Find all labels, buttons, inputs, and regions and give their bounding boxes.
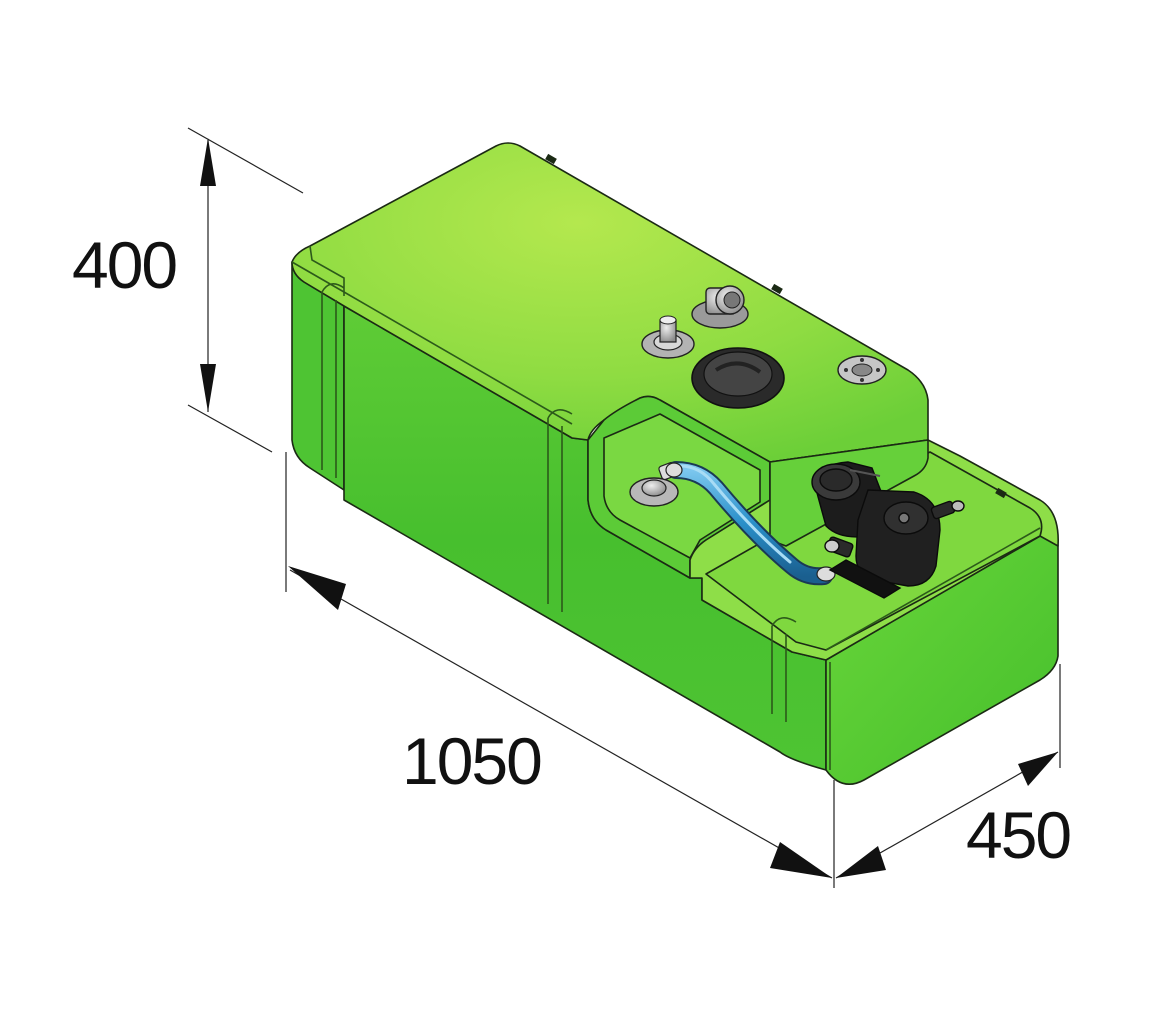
tank-notches [545, 153, 1007, 499]
arrow-left-icon [836, 846, 886, 878]
hose-icon [665, 461, 836, 586]
hose-fitting-icon [629, 461, 679, 507]
length-dimension-label: 1050 [402, 724, 543, 798]
round-hatch-icon [691, 347, 785, 409]
water-pump-icon [811, 461, 965, 599]
hose-fitting-icon [837, 355, 887, 385]
tank-body [291, 142, 1059, 786]
height-dimension-label: 400 [72, 228, 178, 302]
width-dimension-label: 450 [966, 798, 1072, 872]
dimension-arrows [200, 138, 1058, 878]
tank-ribs [291, 245, 1041, 770]
arrow-down-icon [200, 364, 216, 412]
arrow-right-icon [770, 842, 832, 878]
arrow-left-icon [288, 566, 346, 610]
arrow-up-icon [200, 138, 216, 186]
arrow-right-icon [1018, 752, 1058, 786]
hose-fitting-icon [691, 285, 749, 329]
hose-fitting-icon [641, 315, 695, 359]
